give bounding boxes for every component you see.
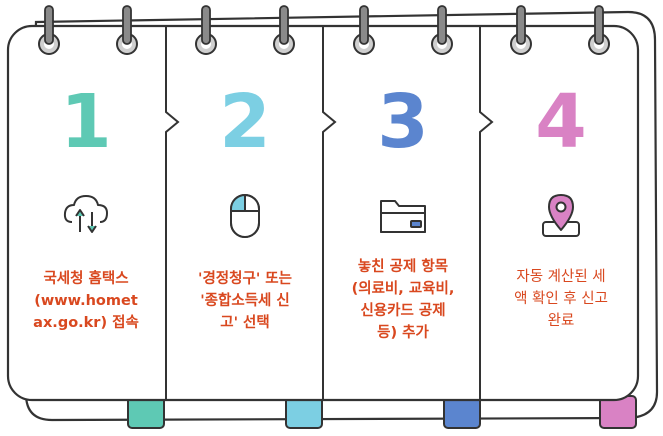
binder-ring (431, 5, 453, 55)
step-4-line-1: 자동 계산된 세 (516, 269, 606, 285)
step-4-line-2: 액 확인 후 신고 (514, 291, 608, 307)
divider-3 (479, 26, 494, 400)
binder-ring (116, 5, 138, 55)
divider-1 (165, 26, 180, 400)
mouse-icon (230, 194, 260, 238)
step-3-line-3: 신용카드 공제 (360, 303, 446, 319)
binder-ring (38, 5, 60, 55)
step-number-2: 2 (219, 79, 271, 165)
step-text-2: '경정청구' 또는 '종합소득세 신 고' 선택 (175, 268, 315, 334)
divider-2 (322, 26, 337, 400)
binder-ring (588, 5, 610, 55)
cloud-sync-icon (63, 195, 108, 233)
step-3-line-4: 등) 추가 (377, 325, 429, 341)
step-number-1: 1 (60, 79, 112, 165)
step-1-line-2: (www.homet (34, 293, 138, 309)
ring-binder (38, 5, 610, 55)
step-2-line-1: '경정청구' 또는 (198, 271, 292, 287)
location-pin-icon (542, 194, 580, 237)
binder-ring (353, 5, 375, 55)
step-3-line-1: 놓친 공제 항목 (357, 259, 449, 275)
binder-ring (510, 5, 532, 55)
step-text-3: 놓친 공제 항목 (의료비, 교육비, 신용카드 공제 등) 추가 (333, 256, 473, 344)
step-4-line-3: 완료 (547, 313, 575, 329)
step-2-line-2: '종합소득세 신 (200, 293, 290, 309)
step-3-line-2: (의료비, 교육비, (351, 281, 455, 297)
binder-ring (195, 5, 217, 55)
step-text-4: 자동 계산된 세 액 확인 후 신고 완료 (491, 266, 631, 332)
step-number-3: 3 (377, 79, 429, 165)
step-text-1: 국세청 홈택스 (www.homet ax.go.kr) 접속 (16, 268, 156, 334)
step-number-4: 4 (535, 79, 587, 165)
step-1-line-1: 국세청 홈택스 (43, 271, 129, 287)
step-2-line-3: 고' 선택 (220, 315, 270, 331)
step-1-line-3: ax.go.kr) 접속 (33, 315, 139, 331)
binder-ring (273, 5, 295, 55)
folder-icon (380, 200, 426, 233)
